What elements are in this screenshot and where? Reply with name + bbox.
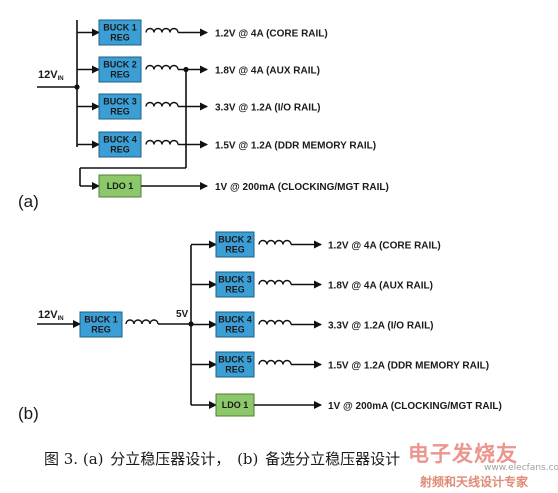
inductor-symbol	[125, 319, 159, 325]
inductor-symbol	[258, 279, 292, 285]
inductor-symbol	[145, 27, 179, 33]
ldo-regulator: LDO 1	[215, 393, 255, 417]
rail-label-1: 1.2V @ 4A (CORE RAIL)	[215, 29, 328, 40]
regulator-label-line2: REG	[225, 285, 245, 295]
regulator-label-line1: BUCK 2	[218, 235, 252, 245]
regulator-label-line1: BUCK 5	[218, 355, 252, 365]
inductor-symbol	[145, 64, 179, 70]
inductor-symbol	[258, 359, 292, 365]
rail-label-2: 1.8V @ 4A (AUX RAIL)	[215, 66, 320, 77]
regulator-box	[79, 311, 123, 338]
regulator-label-line1: BUCK 4	[103, 135, 137, 145]
input-voltage-subscript: IN	[58, 76, 64, 82]
rail-label-ldo: 1V @ 200mA (CLOCKING/MGT RAIL)	[215, 182, 389, 193]
inductor-symbol	[258, 319, 292, 325]
regulator-label-line2: REG	[110, 70, 130, 80]
regulator-box	[215, 231, 255, 258]
caption-prefix: 图 3. (a)	[44, 450, 104, 468]
caption-part-a: 分立稳压器设计，	[110, 450, 231, 468]
regulator-box	[215, 351, 255, 378]
figure-caption: 图 3. (a) 分立稳压器设计， (b) 备选分立稳压器设计	[44, 448, 402, 469]
regulator-label-line1: BUCK 2	[103, 60, 137, 70]
input-voltage-label: 12VIN	[38, 309, 64, 322]
input-voltage-subscript: IN	[58, 316, 64, 322]
rail-label-5: 1.5V @ 1.2A (DDR MEMORY RAIL)	[328, 361, 489, 372]
regulator-box	[98, 93, 142, 120]
regulator-label-line1: BUCK 1	[84, 315, 118, 325]
caption-part-b: 备选分立稳压器设计	[265, 450, 401, 468]
rail-label-4: 1.5V @ 1.2A (DDR MEMORY RAIL)	[215, 141, 376, 152]
rail-label-4: 3.3V @ 1.2A (I/O RAIL)	[328, 321, 434, 332]
inductor-symbol	[145, 139, 179, 145]
regulator-label-line2: REG	[225, 325, 245, 335]
junction-dot	[74, 84, 80, 90]
rail-label-3: 1.8V @ 4A (AUX RAIL)	[328, 281, 433, 292]
rail-label-ldo: 1V @ 200mA (CLOCKING/MGT RAIL)	[328, 401, 502, 412]
regulator-box	[98, 19, 142, 46]
panel-b-tag: (b)	[18, 404, 39, 423]
regulator-label-line1: BUCK 1	[103, 23, 137, 33]
ldo-regulator: LDO 1	[98, 174, 142, 198]
inductor-symbol	[145, 101, 179, 107]
regulator-label-line2: REG	[91, 325, 111, 335]
panel-a-tag: (a)	[18, 192, 39, 211]
regulator-box	[98, 56, 142, 83]
regulator-label-line1: BUCK 3	[103, 97, 137, 107]
regulator-label-line1: BUCK 3	[218, 275, 252, 285]
regulator-label-line2: REG	[110, 33, 130, 43]
regulator-label-line2: REG	[110, 145, 130, 155]
inductor-symbol	[258, 239, 292, 245]
intermediate-voltage-label: 5V	[176, 309, 189, 320]
rail-label-2: 1.2V @ 4A (CORE RAIL)	[328, 241, 441, 252]
rail-label-3: 3.3V @ 1.2A (I/O RAIL)	[215, 103, 321, 114]
regulator-label-line2: REG	[110, 107, 130, 117]
regulator-label-line1: BUCK 4	[218, 315, 252, 325]
regulator-label-line2: REG	[225, 365, 245, 375]
ldo-label: LDO 1	[222, 400, 249, 410]
ldo-label: LDO 1	[107, 181, 134, 191]
input-voltage-label: 12VIN	[38, 69, 64, 82]
regulator-box	[215, 311, 255, 338]
regulator-box	[98, 131, 142, 158]
caption-mid: (b)	[237, 450, 259, 468]
regulator-label-line2: REG	[225, 245, 245, 255]
regulator-box	[215, 271, 255, 298]
